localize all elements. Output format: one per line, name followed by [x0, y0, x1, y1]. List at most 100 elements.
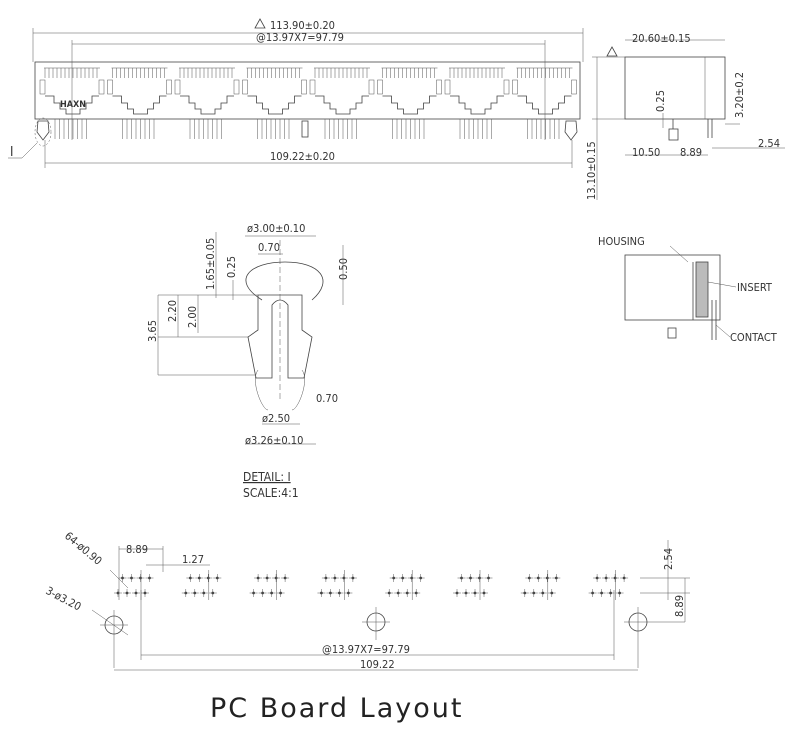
pin-hole: [249, 589, 258, 597]
pin-hole: [466, 574, 475, 582]
port-opening: [247, 95, 302, 115]
side-peg: [668, 128, 679, 141]
led: [242, 79, 248, 95]
detail-callout: I: [10, 145, 13, 160]
detail-dome: [245, 261, 324, 301]
revision-triangle-icon: [254, 18, 266, 29]
dim-pin-offset-a: 10.50: [632, 146, 660, 159]
pcb-layout-title: PC Board Layout: [210, 693, 463, 724]
dim-pin-offset-b: 8.89: [680, 146, 702, 159]
dim-pin-pitch: 2.54: [758, 137, 780, 150]
led: [174, 79, 181, 95]
dim-pin-holes: 64-ø0.90: [62, 529, 104, 567]
led: [309, 79, 316, 95]
pin-hole: [593, 574, 602, 582]
dim-peg-spacing: 109.22±0.20: [270, 150, 335, 163]
pin-hole: [348, 574, 357, 582]
pin-hole: [394, 589, 403, 597]
pin-hole: [199, 589, 208, 597]
pin-hole: [326, 589, 335, 597]
pin-hole: [276, 589, 285, 597]
dim-depth: 20.60±0.15: [632, 32, 691, 45]
front-pins: [36, 119, 578, 141]
section-peg: [667, 327, 677, 339]
pin-hole: [127, 574, 136, 582]
rj45-port: [377, 67, 442, 115]
pin-hole: [123, 589, 131, 597]
dim-top-offset: 3.20±0.2: [733, 72, 746, 118]
rj45-port: [107, 67, 172, 115]
pin-hole: [534, 574, 543, 582]
pin-hole: [457, 574, 466, 582]
dim-small-offset: 0.25: [654, 90, 667, 112]
pin-hole: [416, 574, 425, 582]
port-opening: [450, 95, 504, 115]
dim-slot-width-bottom: 0.70: [316, 392, 338, 405]
brand-mark: HAXN: [60, 100, 86, 110]
pin-hole: [186, 574, 195, 582]
pin-hole: [132, 589, 140, 597]
pin-hole: [281, 574, 290, 582]
insert-block: [695, 261, 709, 318]
port-opening: [112, 95, 167, 115]
pin-hole: [118, 574, 127, 582]
led: [444, 79, 451, 95]
leader-line: [91, 609, 129, 636]
led: [503, 79, 510, 95]
led: [301, 79, 307, 95]
board-peg: [36, 120, 50, 141]
leader-line: [707, 281, 737, 288]
board-peg: [564, 120, 578, 141]
mount-hole: [624, 607, 685, 668]
dim-slot-width: 0.70: [258, 241, 280, 254]
pin-hole: [195, 574, 204, 582]
pin-hole: [321, 574, 330, 582]
pin-hole: [339, 574, 348, 582]
dim-hole-spacing: 109.22: [360, 658, 395, 671]
dim-height: 13.10±0.15: [585, 141, 598, 200]
dim-inner-dia: ø2.50: [262, 412, 290, 425]
pin-hole: [330, 574, 339, 582]
pin-hole: [136, 574, 145, 582]
pin-hole: [389, 574, 398, 582]
label-contact: CONTACT: [730, 331, 778, 344]
pcb-layout: 8.89 1.27 64-ø0.90 3-ø3.20 2.54 8.89 @13…: [44, 529, 690, 724]
port-opening: [382, 95, 437, 115]
leader-line: [669, 245, 689, 263]
dim-pin-pitch-half: 1.27: [182, 553, 204, 566]
pin-hole: [403, 589, 412, 597]
section-view: HOUSING INSERT CONTACT: [598, 235, 778, 344]
pin-hole-array: [114, 570, 629, 600]
front-view: 113.90±0.20 @13.97X7=97.79 109.22±0.20 H…: [8, 18, 584, 168]
side-body: [624, 56, 726, 120]
dim-overall-length: 113.90±0.20: [270, 19, 335, 32]
rj45-port: [39, 67, 105, 115]
rj45-port: [309, 67, 375, 115]
led: [436, 79, 442, 95]
led: [233, 79, 240, 95]
port-opening: [180, 95, 234, 115]
pin-hole: [344, 589, 353, 597]
led: [377, 79, 383, 95]
dim-tip-height: 1.65±0.05: [204, 238, 217, 290]
led: [98, 79, 105, 95]
center-peg: [301, 120, 309, 138]
dim-shoulder-height: 2.20: [166, 300, 179, 322]
side-view: 20.60±0.15 13.10±0.15 3.20±0.2 0.25 10.5…: [585, 32, 785, 200]
dim-port-pitch-pcb: @13.97X7=97.79: [322, 643, 410, 656]
pin-hole: [190, 589, 199, 597]
pin-hole: [141, 589, 149, 597]
pin-hole: [620, 574, 629, 582]
pin-hole: [543, 574, 552, 582]
pin-hole: [335, 589, 344, 597]
led: [166, 79, 172, 95]
pin-hole: [204, 574, 213, 582]
detail-scale: SCALE:4:1: [243, 486, 299, 500]
pin-hole: [529, 589, 538, 597]
pin-hole: [267, 589, 276, 597]
pin-hole: [181, 589, 190, 597]
mount-hole: [362, 607, 390, 640]
leader-line: [21, 142, 38, 159]
pin-hole: [385, 589, 394, 597]
